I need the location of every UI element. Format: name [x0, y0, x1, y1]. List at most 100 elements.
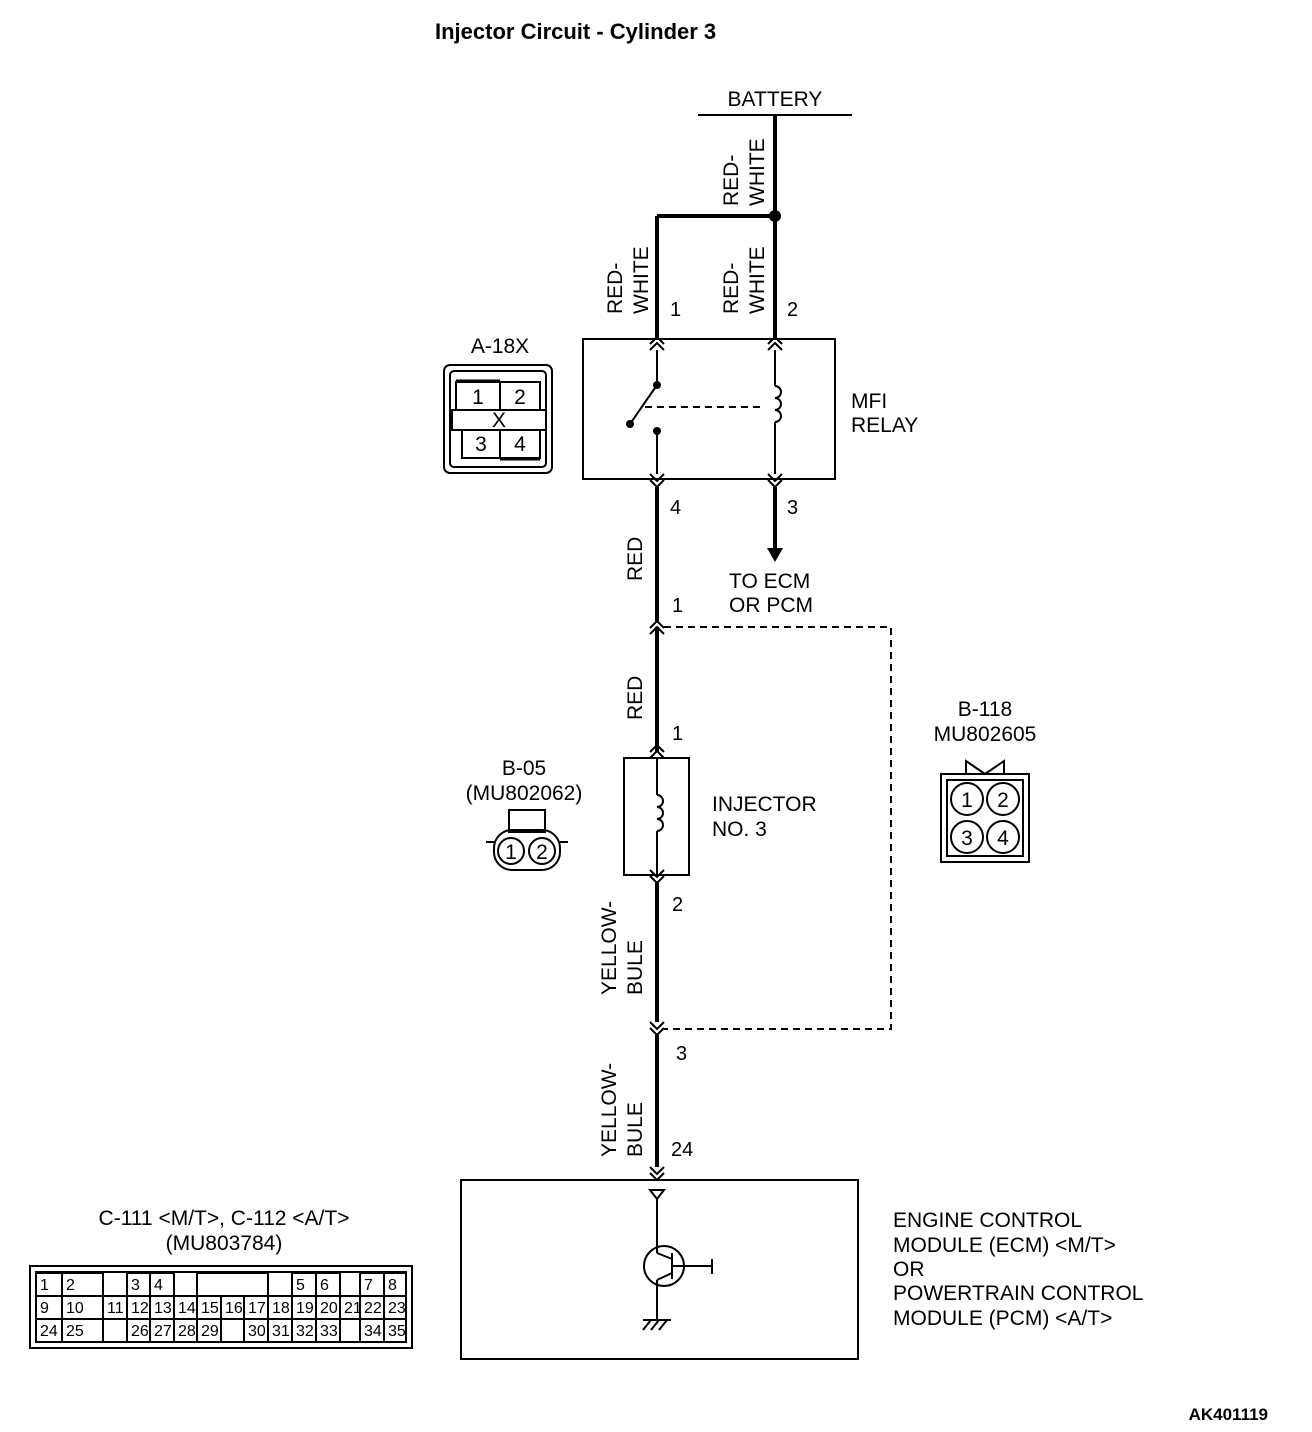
a18x-connector	[443, 364, 553, 474]
b118-pin-2: 2	[997, 789, 1009, 812]
a18x-pin-3: 3	[475, 433, 487, 456]
c111-pin-label: 16	[225, 1300, 243, 1317]
c111-pin-label: 30	[248, 1323, 266, 1340]
a18x-pin-2: 2	[514, 386, 526, 409]
c111-pin-label: 17	[248, 1300, 266, 1317]
c111-pin-label: 28	[178, 1323, 196, 1340]
c111-pin-label: 13	[154, 1300, 172, 1317]
injector-no3	[623, 743, 690, 885]
b118-connector	[940, 759, 1030, 863]
c111-cell	[196, 1318, 222, 1343]
wire-label-red-upper: RED	[624, 537, 647, 581]
module-line-2: MODULE (ECM) <M/T>	[893, 1234, 1116, 1257]
c111-pin-label: 7	[364, 1277, 373, 1294]
c111-pin-label: 4	[154, 1277, 163, 1294]
c111-pin-label: 6	[320, 1277, 329, 1294]
a18x-label: A-18X	[471, 335, 529, 358]
c111-pin-label: 15	[201, 1300, 219, 1317]
c111-pin-label: 11	[107, 1300, 124, 1317]
module-line-1: ENGINE CONTROL	[893, 1209, 1082, 1232]
c111-pin-label: 29	[201, 1323, 219, 1340]
c111-pin-label: 1	[40, 1277, 49, 1294]
b05-connector	[486, 809, 568, 871]
b118-label: B-118	[958, 698, 1012, 721]
c111-pin-label: 5	[296, 1277, 305, 1294]
ecm-pcm-module	[460, 1179, 859, 1360]
ecm-pin-24: 24	[671, 1139, 693, 1161]
b118-pin-1: 1	[961, 789, 973, 812]
wire-label-yb-lower-1: YELLOW-	[598, 1063, 621, 1157]
c111-pin-label: 31	[272, 1323, 290, 1340]
wire-label-red-white-top-2: WHITE	[746, 138, 769, 206]
module-line-4: POWERTRAIN CONTROL	[893, 1282, 1143, 1305]
b05-label: B-05	[502, 757, 546, 780]
relay-name-2: RELAY	[851, 414, 918, 437]
c111-pin-label: 27	[154, 1323, 172, 1340]
wire-label-red-white-right-2: WHITE	[746, 246, 769, 314]
splice-pin-3: 3	[676, 1043, 687, 1065]
c111-label: C-111 <M/T>, C-112 <A/T>	[99, 1207, 350, 1230]
c111-pin-label: 2	[66, 1277, 75, 1294]
wire-red-white-feed	[655, 115, 781, 338]
c111-pin-label: 9	[40, 1300, 49, 1317]
c111-pin-label: 14	[178, 1300, 196, 1317]
injector-pin-2: 2	[672, 894, 683, 916]
c111-part: (MU803784)	[166, 1232, 283, 1255]
a18x-pin-4: 4	[514, 433, 526, 456]
splice-pin-1: 1	[672, 595, 683, 617]
c111-pin-label: 33	[320, 1323, 338, 1340]
to-ecm-1: TO ECM	[729, 570, 810, 593]
c111-pin-label: 8	[388, 1277, 397, 1294]
module-line-3: OR	[893, 1258, 925, 1281]
module-line-5: MODULE (PCM) <A/T>	[893, 1307, 1112, 1330]
c111-pin-label: 19	[296, 1300, 314, 1317]
c111-pin-label: 20	[320, 1300, 338, 1317]
connector-marker	[649, 1166, 665, 1182]
c111-cell	[315, 1318, 341, 1343]
relay-pin-3: 3	[787, 497, 798, 519]
mfi-relay	[582, 335, 836, 489]
wire-label-red-white-left-1: RED-	[604, 263, 627, 314]
b05-pin-2: 2	[536, 841, 548, 864]
arrow-to-ecm-icon	[767, 548, 783, 562]
relay-name-1: MFI	[851, 390, 887, 413]
figure-code: AK401119	[1189, 1405, 1268, 1424]
diagram-title: Injector Circuit - Cylinder 3	[435, 19, 716, 44]
b05-part: (MU802062)	[466, 782, 583, 805]
c111-pin-label: 34	[364, 1323, 382, 1340]
b05-pin-1: 1	[505, 841, 517, 864]
wire-label-red-white-top-1: RED-	[720, 155, 743, 206]
c111-pin-label: 21	[344, 1300, 362, 1317]
c111-pin-label: 22	[364, 1300, 382, 1317]
relay-pin-1: 1	[670, 299, 681, 321]
c111-pin-label: 35	[388, 1323, 406, 1340]
relay-pin-2: 2	[787, 299, 798, 321]
c111-pin-label: 18	[272, 1300, 290, 1317]
c111-pin-label: 23	[388, 1300, 406, 1317]
c111-pin-label: 10	[66, 1300, 84, 1317]
battery-label: BATTERY	[728, 88, 823, 111]
b118-pin-4: 4	[997, 827, 1009, 850]
c111-pin-label: 25	[66, 1323, 84, 1340]
relay-pin-4: 4	[670, 497, 681, 519]
injector-name-2: NO. 3	[712, 818, 767, 841]
wire-label-red-white-left-2: WHITE	[630, 246, 653, 314]
c111-pin-label: 3	[131, 1277, 140, 1294]
wire-label-yb-upper-1: YELLOW-	[598, 901, 621, 995]
wire-label-yb-lower-2: BULE	[624, 1102, 647, 1157]
a18x-pin-1: 1	[472, 386, 484, 409]
c111-pin-label: 32	[296, 1323, 314, 1340]
c111-pin-label: 26	[131, 1323, 149, 1340]
wire-label-red-white-right-1: RED-	[720, 263, 743, 314]
connector-marker	[649, 1021, 665, 1037]
injector-pin-1: 1	[672, 723, 683, 745]
wire-label-red-lower: RED	[624, 676, 647, 720]
a18x-mark: X	[492, 409, 506, 432]
c111-cell	[61, 1318, 104, 1343]
c111-pin-label: 12	[131, 1300, 149, 1317]
splice-dot	[769, 210, 781, 222]
b118-pin-3: 3	[961, 827, 973, 850]
c111-pin-label: 24	[40, 1323, 58, 1340]
